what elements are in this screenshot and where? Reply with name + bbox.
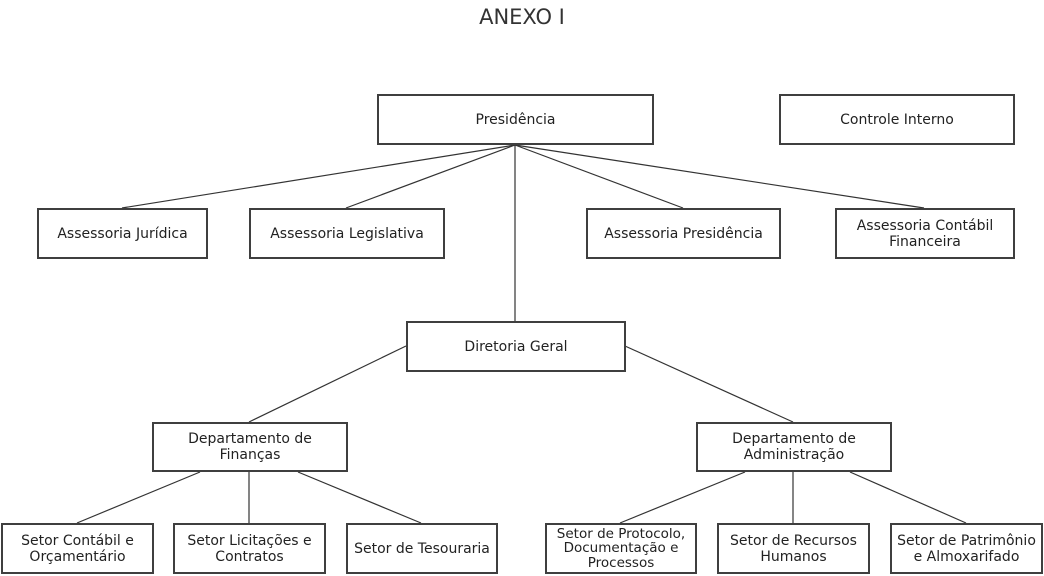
edge-presidencia-assessoria-presidencia <box>514 144 684 209</box>
edge-presidencia-juridica <box>121 144 516 209</box>
edge-presidencia-legislativa <box>345 144 516 209</box>
edge-financas-contabil <box>76 471 201 524</box>
node-setor-recursos-humanos[interactable]: Setor de Recursos Humanos <box>717 523 870 574</box>
node-departamento-financas[interactable]: Departamento de Finanças <box>152 422 348 472</box>
node-setor-licitacoes-contratos[interactable]: Setor Licitações e Contratos <box>173 523 326 574</box>
node-setor-protocolo[interactable]: Setor de Protocolo, Documentação e Proce… <box>545 523 697 574</box>
node-presidencia[interactable]: Presidência <box>377 94 654 145</box>
edge-diretoria-administracao <box>624 345 794 423</box>
edge-diretoria-financas <box>248 345 407 423</box>
node-setor-patrimonio-almoxarifado[interactable]: Setor de Patrimônio e Almoxarifado <box>890 523 1043 574</box>
edge-administracao-protocolo <box>619 471 746 524</box>
edge-presidencia-contabil <box>514 144 925 209</box>
node-setor-contabil-orcamentario[interactable]: Setor Contábil e Orçamentário <box>1 523 154 574</box>
edge-administracao-patrimonio <box>849 471 967 524</box>
page-title: ANEXO I <box>479 5 565 29</box>
node-assessoria-contabil-financeira[interactable]: Assessoria Contábil Financeira <box>835 208 1015 259</box>
node-assessoria-legislativa[interactable]: Assessoria Legislativa <box>249 208 445 259</box>
edge-financas-tesouraria <box>297 471 422 524</box>
node-assessoria-juridica[interactable]: Assessoria Jurídica <box>37 208 208 259</box>
node-diretoria-geral[interactable]: Diretoria Geral <box>406 321 626 372</box>
node-setor-tesouraria[interactable]: Setor de Tesouraria <box>346 523 498 574</box>
node-controle-interno[interactable]: Controle Interno <box>779 94 1015 145</box>
node-assessoria-presidencia[interactable]: Assessoria Presidência <box>586 208 781 259</box>
node-departamento-administracao[interactable]: Departamento de Administração <box>696 422 892 472</box>
